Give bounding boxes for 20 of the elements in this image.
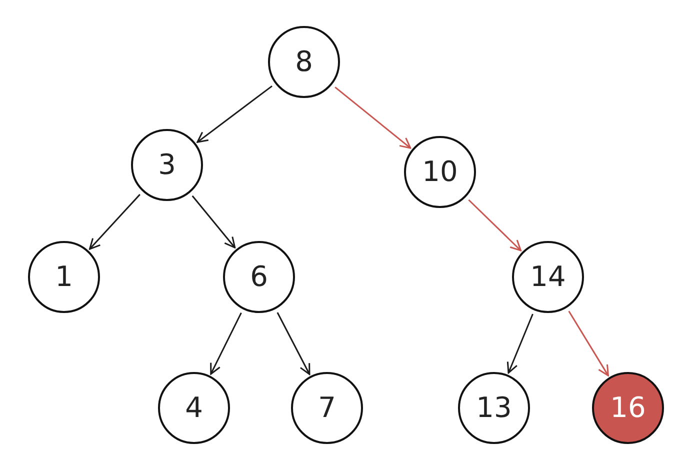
- node-value: 10: [422, 158, 458, 186]
- node-value: 1: [55, 263, 73, 291]
- arrow: [506, 314, 534, 374]
- tree-node: [512, 241, 584, 313]
- arrow: [196, 85, 272, 143]
- node-value: 8: [295, 48, 313, 76]
- node-value: 6: [250, 263, 268, 291]
- node-value: 3: [158, 151, 176, 179]
- arrow: [468, 199, 522, 252]
- arrow: [88, 194, 140, 250]
- arrow: [276, 312, 310, 376]
- node-value: 16: [610, 394, 646, 422]
- node-value: 4: [185, 394, 203, 422]
- node-value: 13: [476, 394, 512, 422]
- node-value: 14: [530, 263, 566, 291]
- arrow: [210, 312, 242, 375]
- arrow: [334, 86, 412, 149]
- arrow: [568, 310, 609, 376]
- arrow: [192, 195, 236, 248]
- node-value: 7: [318, 394, 336, 422]
